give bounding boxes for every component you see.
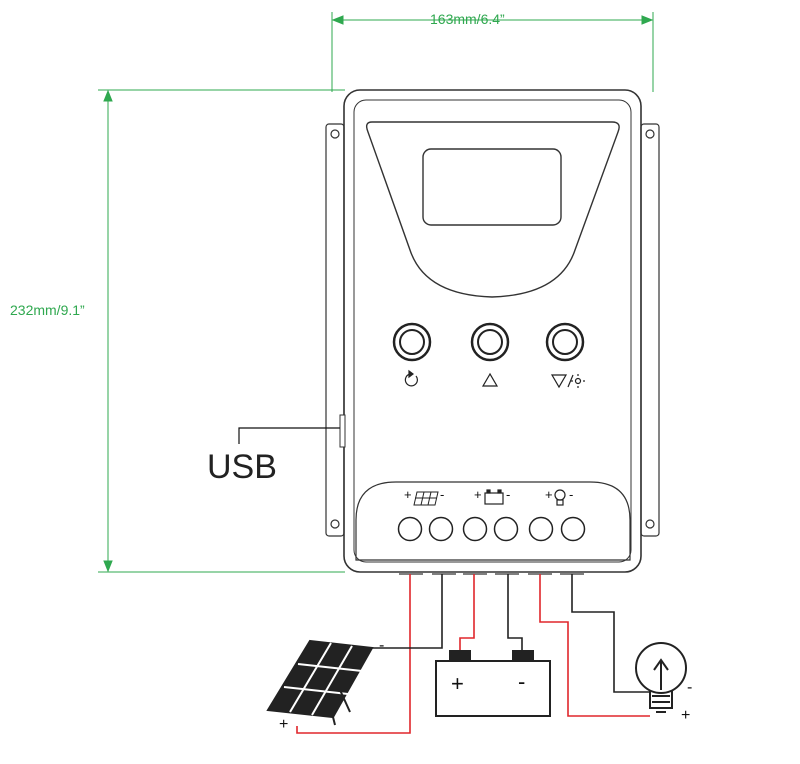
terminal-battery-minus — [493, 516, 519, 542]
left-mount-rail — [325, 123, 345, 537]
terminal-load-plus — [528, 516, 554, 542]
button-up[interactable] — [470, 322, 510, 362]
load-terminal-minus: - — [569, 487, 574, 502]
terminal-battery-icon — [484, 489, 504, 505]
load-positive-wire — [539, 574, 650, 717]
lcd-screen — [422, 148, 562, 226]
terminal-solar-minus — [428, 516, 454, 542]
solar-positive-wire — [296, 574, 411, 734]
usb-label: USB — [207, 448, 277, 486]
solar-terminal-plus: + — [404, 487, 412, 502]
battery-minus-label: - — [518, 669, 526, 694]
height-dimension-label: 232mm/9.1” — [10, 302, 85, 318]
usb-leader-line — [238, 427, 340, 444]
up-triangle-icon — [481, 372, 499, 387]
terminal-screws — [397, 516, 586, 542]
terminal-load-minus — [560, 516, 586, 542]
battery-icon — [435, 650, 551, 717]
wires — [296, 574, 650, 734]
terminal-battery-plus — [462, 516, 488, 542]
refresh-icon — [404, 369, 418, 387]
right-mount-rail — [640, 123, 660, 537]
load-terminal-plus: + — [545, 487, 553, 502]
load-minus-label: - — [687, 679, 693, 696]
solar-panel-icon — [266, 639, 374, 726]
battery-positive-wire — [459, 574, 475, 650]
down-triangle-brightness-icon — [550, 374, 585, 389]
terminal-solar-plus — [397, 516, 423, 542]
load-negative-wire — [571, 574, 650, 693]
solar-plus-label: + — [279, 716, 289, 733]
battery-terminal-minus: - — [506, 487, 511, 502]
terminal-bulb-icon — [554, 489, 566, 506]
solar-terminal-minus: - — [440, 487, 445, 502]
battery-negative-wire — [507, 574, 523, 650]
button-mode[interactable] — [392, 322, 432, 362]
battery-terminal-plus: + — [474, 487, 482, 502]
width-dimension — [331, 12, 654, 92]
width-dimension-label: 163mm/6.4” — [430, 11, 505, 27]
button-down[interactable] — [545, 322, 585, 362]
load-plus-label: + — [681, 707, 691, 724]
controller-body — [343, 89, 642, 573]
terminal-solar-panel-icon — [413, 491, 439, 506]
battery-plus-label: + — [451, 671, 464, 696]
height-dimension — [98, 89, 345, 573]
bulb-icon — [635, 642, 687, 713]
solar-negative-wire — [372, 574, 443, 649]
usb-port[interactable] — [339, 414, 346, 448]
solar-minus-label: - — [379, 637, 385, 654]
